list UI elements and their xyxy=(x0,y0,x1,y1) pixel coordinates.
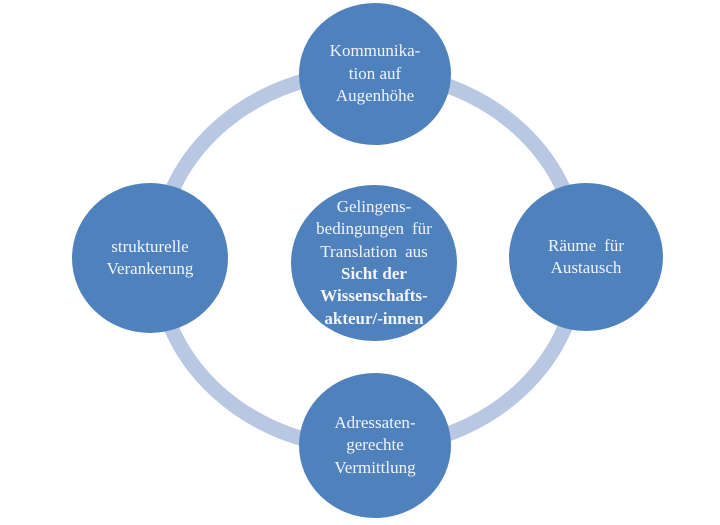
node-kommunikation-auf-augenhoehe: Kommunika- tion auf Augenhöhe xyxy=(299,3,451,145)
node-label: Räume für Austausch xyxy=(548,235,624,277)
node-center-gelingensbedingungen: Gelingens- bedingungen für Translation a… xyxy=(291,185,457,341)
node-adressatengerechte-vermittlung: Adressaten- gerechte Vermittlung xyxy=(299,373,451,518)
node-label: Kommunika- tion auf Augenhöhe xyxy=(329,41,421,106)
node-label: strukturelle Verankerung xyxy=(106,236,194,278)
center-node-text: Gelingens- bedingungen für Translation a… xyxy=(316,196,432,331)
center-node-text-bold: Sicht der Wissenschafts- akteur/-innen xyxy=(320,264,428,328)
node-strukturelle-verankerung: strukturelle Verankerung xyxy=(72,183,228,333)
center-node-text-regular: Gelingens- bedingungen für Translation a… xyxy=(316,196,432,261)
node-label: Adressaten- gerechte Vermittlung xyxy=(334,412,416,477)
node-raeume-fuer-austausch: Räume für Austausch xyxy=(509,183,663,331)
